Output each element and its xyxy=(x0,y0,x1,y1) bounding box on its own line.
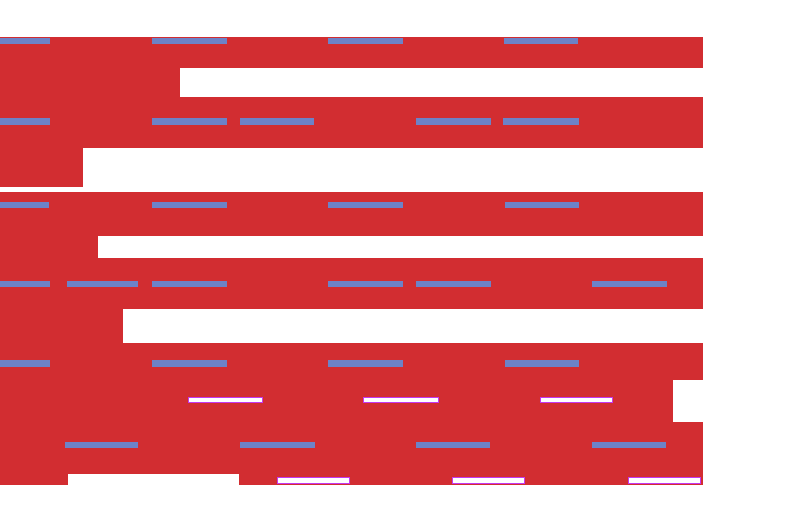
link-bar[interactable] xyxy=(0,202,49,208)
link-bar[interactable] xyxy=(0,118,50,125)
link-bar[interactable] xyxy=(328,202,403,208)
redacted-block xyxy=(0,192,703,236)
redacted-block xyxy=(0,97,703,148)
link-bar[interactable] xyxy=(152,118,227,125)
link-bar[interactable] xyxy=(152,281,227,287)
link-bar[interactable] xyxy=(328,281,403,287)
link-bar[interactable] xyxy=(416,281,491,287)
link-bar[interactable] xyxy=(328,38,403,44)
link-bar[interactable] xyxy=(505,360,579,367)
link-bar[interactable] xyxy=(152,38,227,44)
link-bar[interactable] xyxy=(0,38,50,44)
link-bar[interactable] xyxy=(416,442,490,448)
link-bar[interactable] xyxy=(504,38,578,44)
outlined-input-bar[interactable] xyxy=(363,397,439,403)
redacted-block xyxy=(0,68,180,97)
outlined-input-bar[interactable] xyxy=(277,477,350,484)
link-bar[interactable] xyxy=(152,202,227,208)
link-bar[interactable] xyxy=(505,202,579,208)
outlined-input-bar[interactable] xyxy=(628,477,701,484)
outlined-input-bar[interactable] xyxy=(452,477,525,484)
link-bar[interactable] xyxy=(0,360,50,367)
outlined-input-bar[interactable] xyxy=(540,397,613,403)
link-bar[interactable] xyxy=(328,360,403,367)
redacted-block xyxy=(0,474,68,485)
link-bar[interactable] xyxy=(67,281,138,287)
link-bar[interactable] xyxy=(240,118,314,125)
link-bar[interactable] xyxy=(240,442,315,448)
link-bar[interactable] xyxy=(503,118,579,125)
outlined-input-bar[interactable] xyxy=(188,397,263,403)
link-bar[interactable] xyxy=(592,281,667,287)
link-bar[interactable] xyxy=(65,442,138,448)
link-bar[interactable] xyxy=(0,281,50,287)
redacted-block xyxy=(0,148,83,187)
link-bar[interactable] xyxy=(152,360,227,367)
redacted-block xyxy=(0,309,123,343)
link-bar[interactable] xyxy=(592,442,666,448)
white-notch xyxy=(673,380,703,422)
link-bar[interactable] xyxy=(416,118,491,125)
redacted-block xyxy=(0,236,98,258)
